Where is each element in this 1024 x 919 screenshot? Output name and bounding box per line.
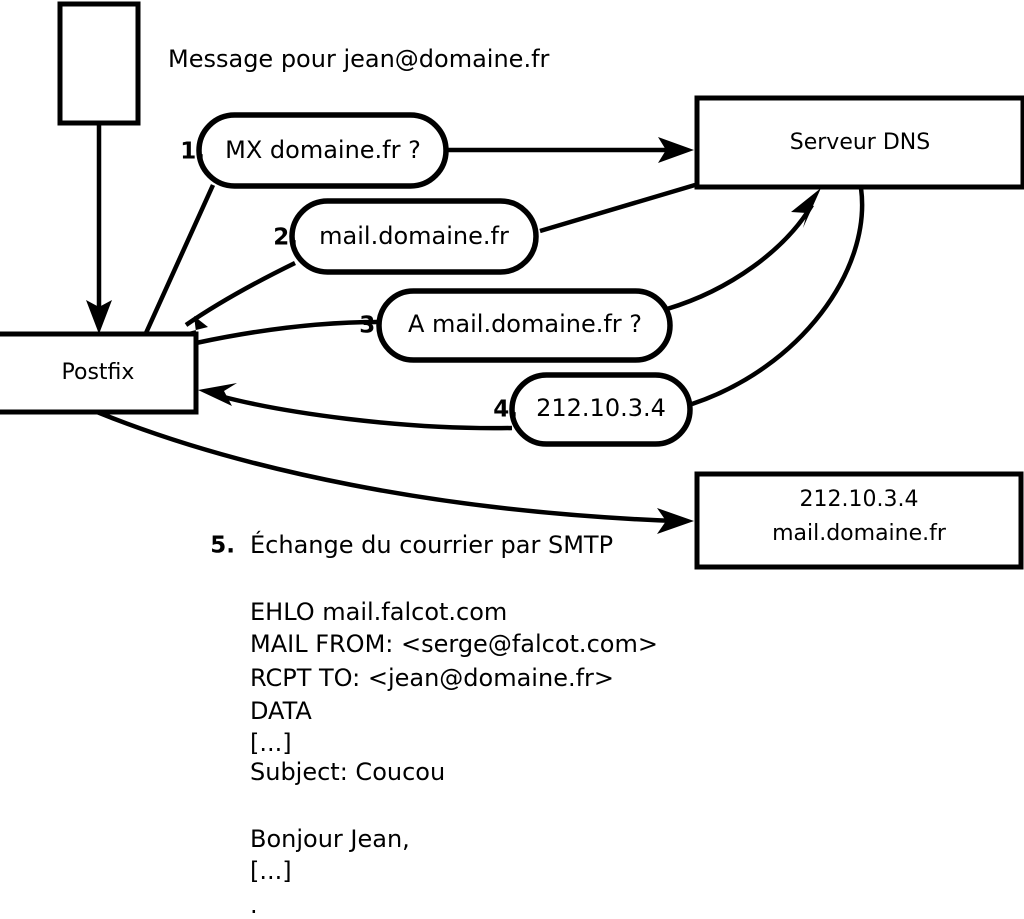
node-sender[interactable] bbox=[57, 1, 141, 126]
step-5-number: 5. bbox=[210, 533, 235, 559]
connector-step4-to-postfix bbox=[198, 383, 513, 431]
connector-dns-to-step2 bbox=[539, 182, 696, 234]
step-1-label: MX domaine.fr ? bbox=[225, 136, 421, 164]
step-bubble-3[interactable]: 3. A mail.domaine.fr ? bbox=[359, 288, 673, 363]
connector-postfix-to-step3 bbox=[195, 319, 380, 346]
transcript-line-5: Subject: Coucou bbox=[250, 758, 445, 786]
transcript-line-7: Bonjour Jean, bbox=[250, 825, 410, 853]
transcript-line-4: [...] bbox=[250, 729, 292, 757]
step-4-number: 4. bbox=[493, 397, 518, 423]
node-postfix[interactable]: Postfix bbox=[0, 331, 199, 415]
connector-step3-to-dns bbox=[666, 188, 821, 312]
connector-step1-to-dns bbox=[447, 137, 694, 163]
arrowhead-postfix-mailserver bbox=[657, 508, 694, 534]
node-postfix-label: Postfix bbox=[62, 360, 135, 385]
connector-postfix-to-step1 bbox=[143, 184, 216, 334]
step-2-label: mail.domaine.fr bbox=[319, 222, 509, 250]
arrowhead-step2-postfix bbox=[172, 316, 208, 336]
node-mailserver-host: mail.domaine.fr bbox=[772, 521, 947, 546]
step-bubble-2[interactable]: 2. mail.domaine.fr bbox=[273, 198, 539, 275]
connector-postfix-to-mailserver bbox=[96, 409, 694, 534]
arrowhead-sender-postfix bbox=[86, 300, 112, 334]
transcript-line-0: EHLO mail.falcot.com bbox=[250, 598, 507, 626]
message-title-text: Message pour jean@domaine.fr bbox=[168, 45, 550, 73]
step-2-number: 2. bbox=[273, 225, 298, 251]
arrowhead-step3-dns bbox=[791, 188, 821, 228]
connector-sender-to-postfix bbox=[86, 123, 112, 334]
connector-dns-to-step4 bbox=[691, 187, 865, 407]
step-5-label: Échange du courrier par SMTP bbox=[250, 530, 613, 559]
smtp-transcript: EHLO mail.falcot.com MAIL FROM: <serge@f… bbox=[250, 598, 658, 919]
step-bubble-4[interactable]: 4. 212.10.3.4 bbox=[493, 372, 693, 447]
step-1-number: 1. bbox=[180, 139, 205, 165]
step-bubble-1[interactable]: 1. MX domaine.fr ? bbox=[180, 112, 449, 189]
connector-step2-to-postfix bbox=[172, 260, 296, 336]
transcript-line-9: . bbox=[250, 891, 258, 919]
step-3-label: A mail.domaine.fr ? bbox=[408, 310, 642, 338]
transcript-line-2: RCPT TO: <jean@domaine.fr> bbox=[250, 664, 614, 692]
transcript-line-3: DATA bbox=[250, 697, 312, 725]
transcript-line-1: MAIL FROM: <serge@falcot.com> bbox=[250, 630, 658, 658]
node-mailserver-ip: 212.10.3.4 bbox=[800, 487, 919, 512]
step-4-label: 212.10.3.4 bbox=[536, 394, 666, 422]
transcript-line-8: [...] bbox=[250, 857, 292, 885]
step-3-number: 3. bbox=[359, 313, 384, 339]
arrowhead-step1-dns bbox=[658, 137, 694, 163]
arrowhead-step4-postfix bbox=[198, 383, 237, 406]
node-dns[interactable]: Serveur DNS bbox=[694, 95, 1024, 190]
node-dns-label: Serveur DNS bbox=[790, 130, 930, 155]
node-mailserver[interactable]: 212.10.3.4 mail.domaine.fr bbox=[694, 471, 1024, 570]
